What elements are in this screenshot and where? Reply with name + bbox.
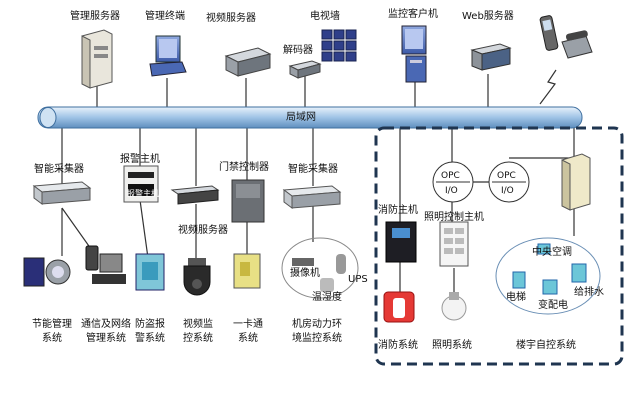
bms-server-icon [561,153,591,211]
down-links [61,199,575,292]
env-system-label: 机房动力环 境监控系统 [292,319,342,344]
smart-collector-1-label: 智能采集器 [34,164,84,175]
opc-1-icon [432,161,474,203]
comm-system-label: 通信及网络 管理系统 [81,319,131,344]
mgmt-terminal-label: 管理终端 [145,11,185,22]
decoder-label: 解码器 [283,45,313,56]
tv-wall-icon [321,29,357,62]
video-server-2-label: 视频服务器 [178,225,228,236]
bulb-icon [441,292,467,321]
tv-wall-label: 电视墙 [310,11,340,22]
video-system-label: 视频监 控系统 [183,319,213,344]
substation-label: 变配电 [538,300,568,311]
door-controller-icon [231,179,265,223]
fire-system-label: 消防系统 [378,340,418,351]
video-server-label: 视频服务器 [206,13,256,24]
web-server-icon [470,43,512,71]
elevator-label: 电梯 [506,292,526,303]
comm-system-icon [85,245,126,284]
mobile-phone-icon [539,15,559,51]
ups-label: UPS [348,274,368,285]
energy-system-label: 节能管理 系统 [32,319,72,344]
bms-subsystems-circle [495,237,601,315]
alarm-host-icon [123,165,159,203]
desk-phone-icon [561,30,593,59]
fire-host-label: 消防主机 [378,205,418,216]
bms-system-label: 楼宇自控系统 [516,340,576,351]
energy-system-icon [23,257,71,287]
monitor-client-label: 监控客户机 [388,9,438,20]
lan-backbone [37,106,583,129]
smart-collector-2-icon [282,185,342,209]
camera-dome-icon [183,258,211,296]
bms-boundary [374,126,624,366]
card-reader-icon [233,253,261,289]
lighting-system-label: 照明系统 [432,340,472,351]
video-server-icon [224,47,272,77]
mgmt-server-label: 管理服务器 [70,11,120,22]
burglar-alarm-icon [135,253,165,291]
lan-label: 局域网 [286,112,316,123]
burglar-system-label: 防盗报 警系统 [135,319,165,344]
fire-extinguisher-icon [383,291,415,323]
alarm-panel-text: 报警主机 [127,189,159,198]
smart-collector-2-label: 智能采集器 [288,164,338,175]
opc-2-label: OPC [497,171,516,181]
decoder-icon [288,60,322,79]
mgmt-server-icon [81,29,113,89]
link-down-burglar [139,199,149,259]
card-system-label: 一卡通 系统 [233,319,263,344]
mgmt-terminal-icon [149,35,187,77]
temp-humidity-label: 温湿度 [312,292,342,303]
opc-1-label: OPC [441,171,460,181]
io-2-label: I/O [501,186,514,196]
smart-collector-1-icon [32,181,92,205]
lighting-host-label: 照明控制主机 [424,212,484,223]
video-server-2-icon [170,185,220,205]
camera-label: 摄像机 [290,268,320,279]
central-ac-label: 中央空调 [532,247,572,258]
field-links [61,126,575,222]
env-monitor-circle [281,237,359,299]
io-1-label: I/O [445,186,458,196]
lighting-host-icon [439,221,469,267]
fire-host-icon [385,221,417,263]
door-controller-label: 门禁控制器 [219,162,269,173]
wireless-link [539,69,557,105]
web-server-label: Web服务器 [462,11,514,22]
opc-2-icon [488,161,530,203]
water-label: 给排水 [574,287,604,298]
alarm-host-label: 报警主机 [120,154,160,165]
monitor-client-icon [401,25,427,83]
